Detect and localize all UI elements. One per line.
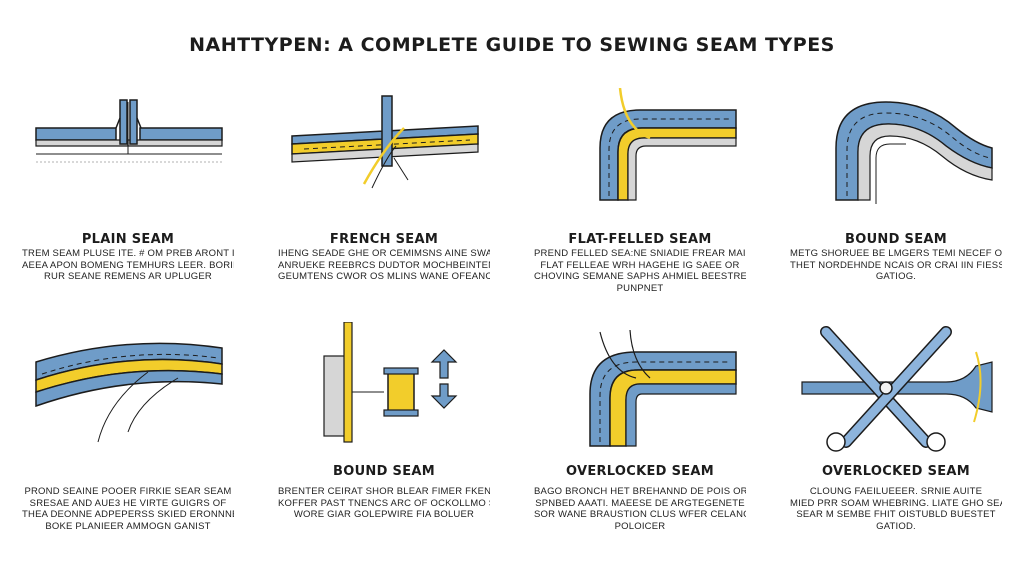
seam-card-scissors: OVERLOCKED SEAM CLOUNG FAEILUEEER. SRNIE… — [768, 312, 1024, 582]
seam-card-french: FRENCH SEAM IHENG SEADE GHE OR CEMIMSNS … — [256, 88, 512, 358]
seam-card-binding-tape: BOUND SEAM BRENTER CEIRAT SHOR BLEAR FIM… — [256, 312, 512, 582]
seam-name: PLAIN SEAM — [81, 232, 175, 247]
page-title: NAHTTYPEN: A COMPLETE GUIDE TO SEWING SE… — [189, 34, 835, 56]
seam-description: IHENG SEADE GHE OR CEMIMSNS AINE SWANES … — [278, 248, 490, 282]
bound-seam-icon — [835, 101, 993, 204]
seam-name: OVERLOCKED SEAM — [565, 464, 715, 479]
seam-description: PREND FELLED SEA:NE SNIADIE FREAR MAIEND… — [534, 248, 746, 294]
seam-description: CLOUNG FAEILUEEER. SRNIE AUITE MIED PRR … — [790, 486, 1002, 532]
seam-card-overlocked: OVERLOCKED SEAM BAGO BRONCH HET BREHANND… — [512, 312, 768, 582]
flat-felled-seam-icon — [599, 88, 737, 201]
seam-name: FLAT-FELLED SEAM — [568, 232, 712, 247]
binding-tape-icon — [323, 322, 458, 443]
seam-description: BAGO BRONCH HET BREHANND DE POIS OR SPNB… — [534, 486, 746, 532]
overlap-seam-icon — [35, 342, 223, 443]
seam-name: OVERLOCKED SEAM — [821, 464, 971, 479]
plain-seam-icon — [35, 99, 223, 163]
seam-card-bound: BOUND SEAM METG SHORUEE BE LMGERS TEMI N… — [768, 88, 1024, 358]
seam-card-overlap: PROND SEAINE POOER FIRKIE SEAR SEAM SRES… — [0, 312, 256, 582]
seam-card-plain: PLAIN SEAM TREM SEAM PLUSE ITE. # OM PRE… — [0, 88, 256, 358]
french-seam-icon — [291, 95, 479, 189]
overlocked-seam-icon — [589, 329, 737, 447]
seam-name: BOUND SEAM — [845, 232, 947, 247]
seam-description: METG SHORUEE BE LMGERS TEMI NECEF ORDS T… — [790, 248, 1002, 282]
seam-name: BOUND SEAM — [333, 464, 435, 479]
seam-description: PROND SEAINE POOER FIRKIE SEAR SEAM SRES… — [22, 486, 234, 532]
seam-description: TREM SEAM PLUSE ITE. # OM PREB ARONT IND… — [22, 248, 234, 282]
scissors-seam-icon — [801, 326, 993, 452]
seam-description: BRENTER CEIRAT SHOR BLEAR FIMER FKENCE K… — [278, 486, 490, 520]
seam-card-flat-felled: FLAT-FELLED SEAM PREND FELLED SEA:NE SNI… — [512, 88, 768, 358]
seam-name: FRENCH SEAM — [329, 232, 439, 247]
